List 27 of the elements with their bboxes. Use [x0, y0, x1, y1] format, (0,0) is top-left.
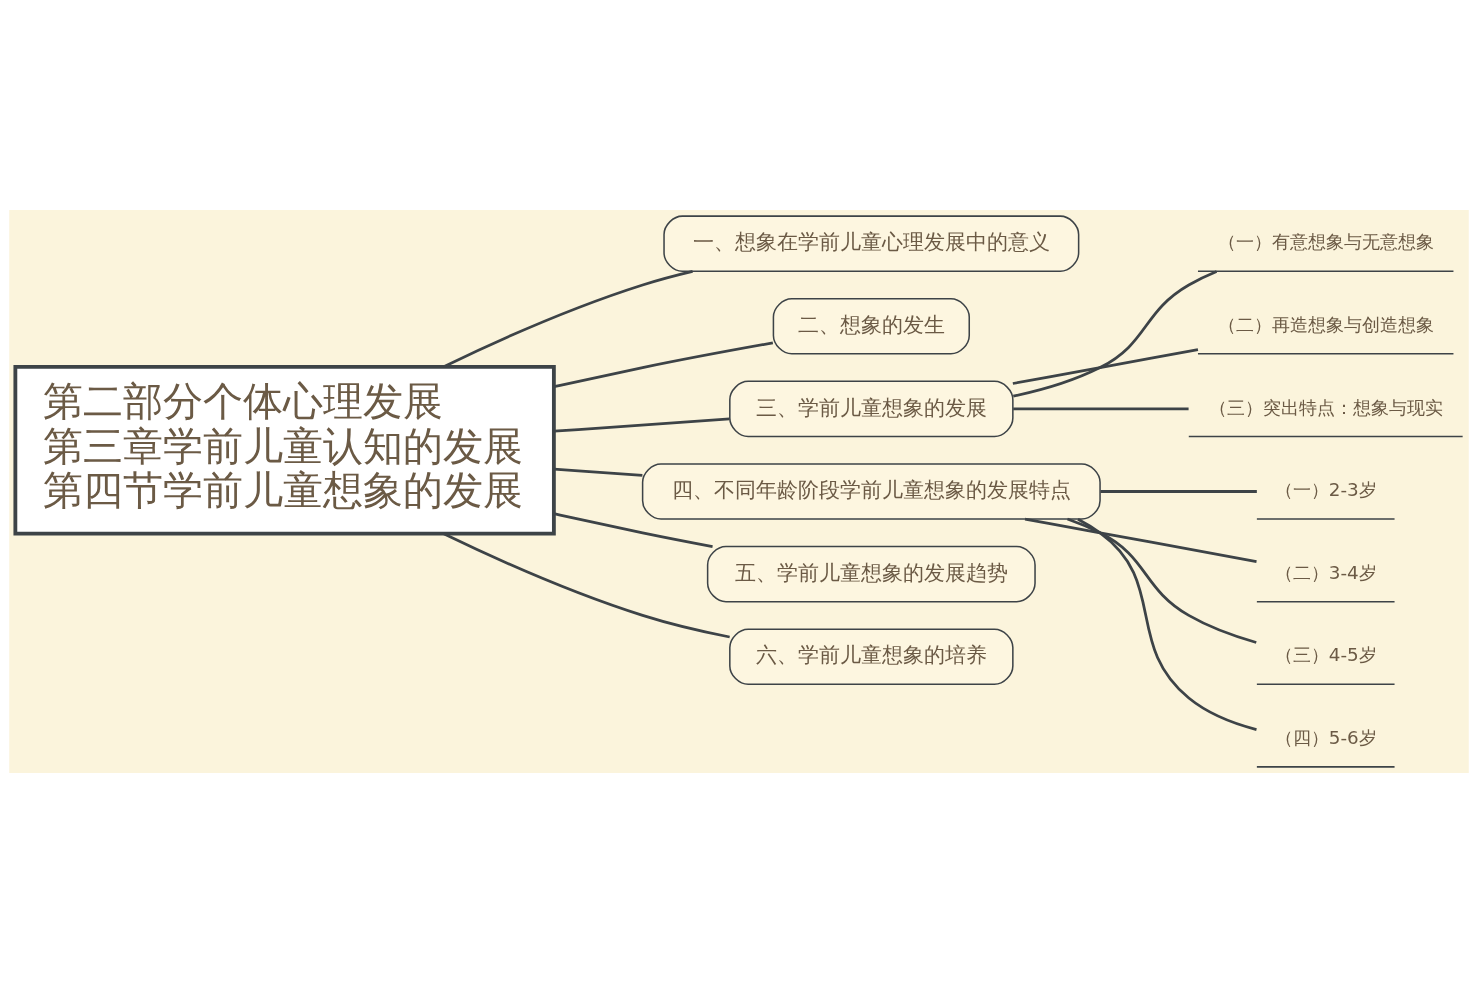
node-text: （四）5-6岁 [1274, 727, 1377, 749]
node-box: 一、想象在学前儿童心理发展中的意义 [663, 215, 1080, 272]
node-box: 二、想象的发生 [772, 297, 970, 355]
connector [1077, 518, 1257, 731]
connector [1067, 517, 1257, 644]
connector [443, 532, 730, 639]
connector [1100, 490, 1257, 493]
node-box: 六、学前儿童想象的培养 [729, 628, 1014, 686]
connector [1012, 348, 1199, 385]
node-box: 第二部分个体心理发展 第三章学前儿童认知的发展 第四节学前儿童想象的发展 [13, 364, 556, 536]
connector [553, 512, 713, 548]
node-text: （三）4-5岁 [1274, 644, 1377, 666]
connector [1024, 517, 1257, 563]
connector [1013, 407, 1189, 411]
node-text: （三）突出特点：想象与现实 [1208, 396, 1443, 418]
connector [1012, 270, 1218, 398]
connector [553, 467, 643, 477]
node-text: （一）有意想象与无意想象 [1217, 231, 1434, 253]
connector [443, 270, 693, 368]
connector [553, 341, 774, 388]
node-box: 三、学前儿童想象的发展 [729, 380, 1014, 438]
node-box: 四、不同年龄阶段学前儿童想象的发展特点 [641, 463, 1101, 520]
node-text: （一）2-3岁 [1274, 479, 1377, 501]
connector [553, 417, 730, 433]
node-text: （二）3-4岁 [1274, 561, 1377, 583]
node-text: （二）再造想象与创造想象 [1217, 314, 1434, 336]
node-box: 五、学前儿童想象的发展趋势 [706, 545, 1036, 603]
